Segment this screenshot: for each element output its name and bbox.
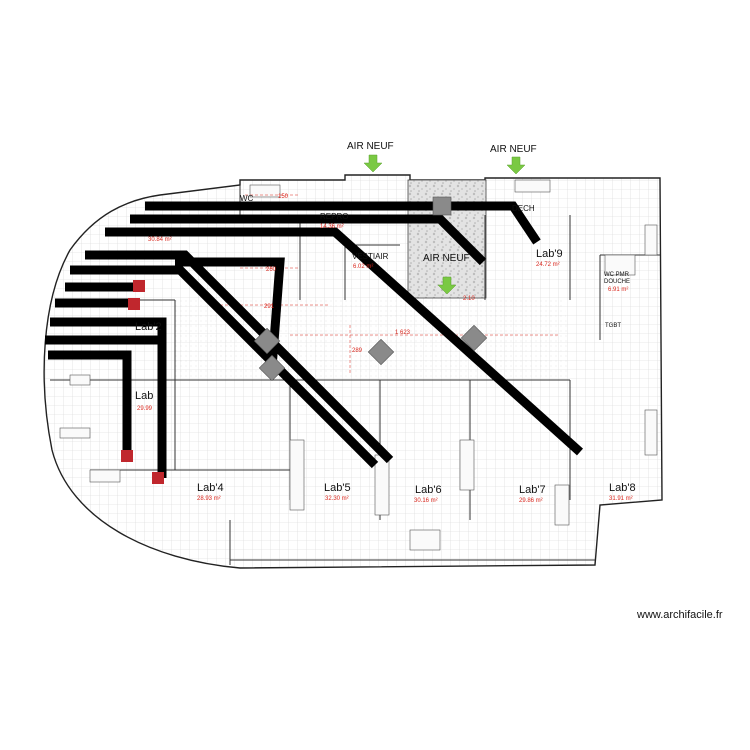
dimension-label: 291 [264,304,275,310]
arrow-down-icon [437,276,457,295]
room-area-vestiaire: 6.02 m² [353,264,373,270]
room-area-repro: 14.36 m² [320,224,344,230]
dimension-label: 289 [352,348,363,354]
room-label-lab5: Lab'5 [324,482,351,494]
room-area-lab6: 30.16 m² [414,498,438,504]
air-label-2: AIR NEUF [490,144,537,155]
room-area-lab5: 32.30 m² [325,496,349,502]
duct-terminal [133,280,145,292]
duct-junctions [253,196,488,382]
duct-terminal [128,298,140,310]
duct-segment [145,201,541,245]
duct-segment [130,214,487,266]
duct-junction-box [367,338,395,366]
room-label-lab4: Lab'4 [197,482,224,494]
room-area-lab9: 24.72 m² [536,262,560,268]
arrow-down-icon [363,154,383,173]
room-area-lab: 29.99 [137,406,153,412]
room-area-lab4: 28.93 m² [197,496,221,502]
dimension-label: 150 [278,194,289,200]
room-area-lab7: 29.86 m² [519,498,543,504]
room-label-tgbt: TGBT [605,323,621,329]
room-label-repro: REPRO [320,212,348,221]
room-label-lab2: Lab'2 [135,321,162,333]
arrow-down-icon [506,156,526,175]
duct-junction-box [253,327,281,355]
dimension-label: 260 [266,267,277,273]
dimension-label: 1 623 [395,330,411,336]
room-label-lab7: Lab'7 [519,484,546,496]
duct-segment [50,317,167,478]
duct-segment [48,350,132,456]
room-label-lab6: Lab'6 [415,484,442,496]
air-label-3: AIR NEUF [423,253,470,264]
room-area-lab8: 31.91 m² [609,496,633,502]
duct-segment [85,250,394,464]
duct-terminals [121,280,164,484]
room-label-wc-pmr: WC PMR [604,272,630,278]
watermark-text: www.archifacile.fr [637,609,723,621]
room-label-lab9: Lab'9 [536,248,563,260]
room-label-lab8: Lab'8 [609,482,636,494]
room-area-office: 30.84 m² [148,237,172,243]
small-room-labels: WC VESTIAIR 6.02 m² DECH WC PMR DOUCHE 6… [148,194,630,329]
air-label-1: AIR NEUF [347,141,394,152]
circulation-zone [175,300,570,380]
fixtures [59,179,658,551]
room-label-douche: DOUCHE [604,279,630,285]
room-label-wc: WC [240,194,254,203]
duct-terminal [121,450,133,462]
duct-network [45,201,584,478]
duct-segment [105,227,584,456]
duct-terminal [152,472,164,484]
room-label-dech: DECH [512,204,535,213]
room-labels: Lab'2 Lab 29.99 Lab'4 28.93 m² Lab'5 32.… [135,248,636,504]
duct-junction-box [460,324,488,352]
room-label-lab: Lab [135,390,153,402]
duct-junction-box [258,354,286,382]
room-label-vestiaire: VESTIAIR [352,252,389,261]
duct-segment [175,257,285,369]
air-intake-arrows [363,154,526,295]
dimension-labels: 260 291 1 623 289 150 2.10 [264,194,475,354]
duct-segment [70,265,379,469]
dimension-label: 2.10 [463,296,475,302]
room-area-wc-pmr: 6.91 m² [608,287,628,293]
duct-junction-box [432,196,452,216]
